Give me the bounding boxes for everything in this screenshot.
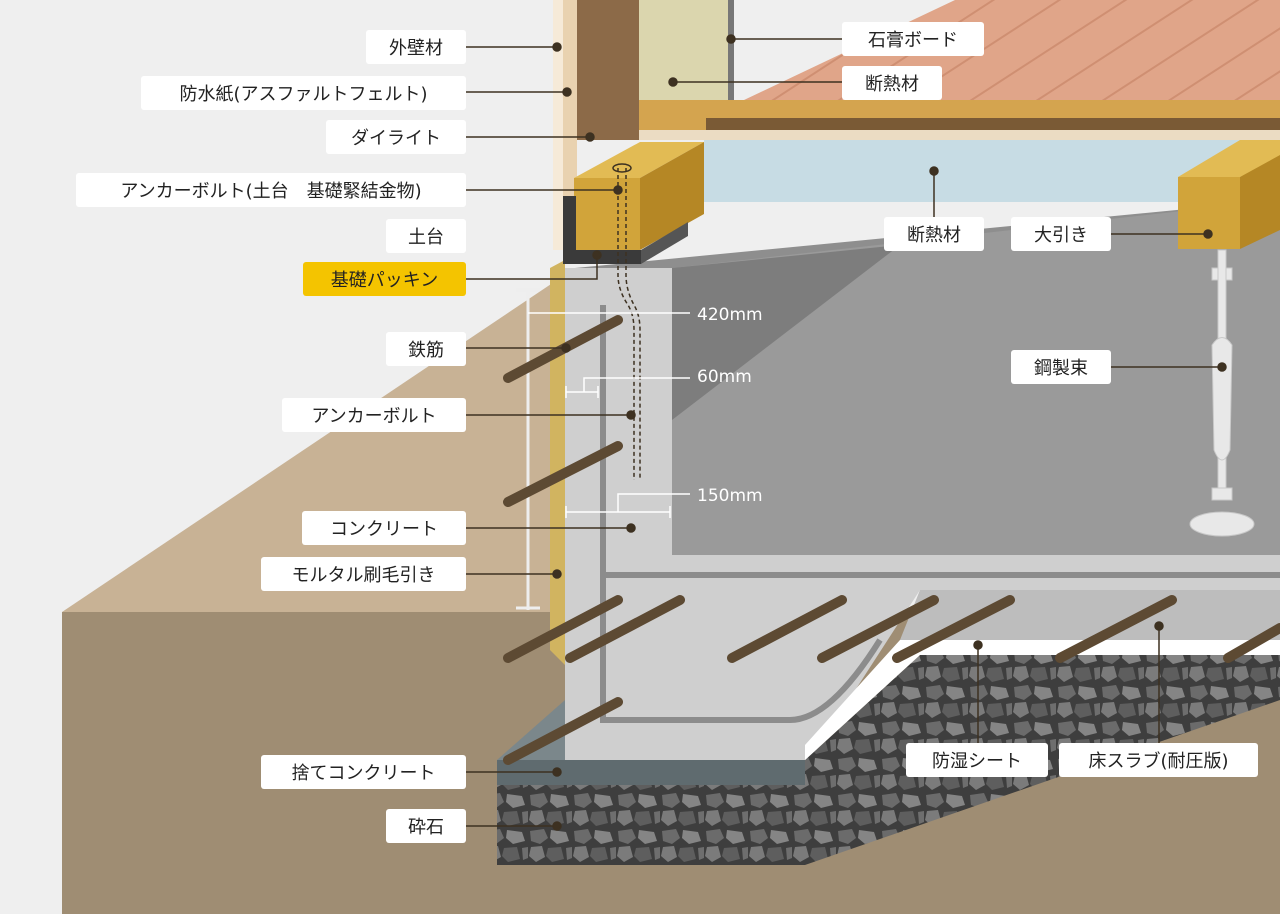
label-sill: 土台 — [386, 219, 466, 253]
wall-insulation — [639, 0, 731, 100]
sill-top — [574, 142, 704, 178]
leader-dot-7 — [626, 410, 636, 420]
slab-top-shade — [672, 245, 900, 420]
label-anchor-bolt: アンカーボルト — [282, 398, 466, 432]
packing-side — [641, 222, 688, 264]
rebar-10 — [503, 697, 623, 765]
leader-dot-4 — [613, 185, 623, 195]
leader-dot-14 — [929, 166, 939, 176]
label-sleeper: 大引き — [1011, 217, 1111, 251]
lean-concrete — [497, 760, 805, 785]
leader-dot-10 — [552, 767, 562, 777]
label-concrete: コンクリート — [302, 511, 466, 545]
anchor-bolt — [617, 168, 635, 480]
leader-dot-17 — [973, 640, 983, 650]
foundation-packing-bottom — [563, 250, 641, 264]
rebar-3 — [503, 595, 623, 663]
anchor-bolt-head — [612, 163, 632, 173]
leader-line-5 — [466, 255, 598, 280]
label-anchor-bolt-sill: アンカーボルト(土台 基礎緊結金物) — [76, 173, 466, 207]
dimension-cover: 60mm — [697, 367, 752, 387]
leader-dot-11 — [552, 821, 562, 831]
label-foundation-packing: 基礎パッキン — [303, 262, 466, 296]
rebar-5 — [727, 595, 847, 663]
rebar-8 — [1055, 595, 1177, 663]
label-insulation-wall: 断熱材 — [842, 66, 942, 100]
label-waterproof-paper: 防水紙(アスファルトフェルト) — [141, 76, 466, 110]
label-gypsum-board: 石膏ボード — [842, 22, 984, 56]
label-dairite: ダイライト — [326, 120, 466, 154]
label-lean-concrete: 捨てコンクリート — [261, 755, 466, 789]
wall-dairite — [577, 0, 639, 140]
label-mortar: モルタル刷毛引き — [261, 557, 466, 591]
dimension-width: 150mm — [697, 486, 763, 506]
leader-dot-9 — [552, 569, 562, 579]
label-floor-slab: 床スラブ(耐圧版) — [1059, 743, 1258, 777]
leader-dot-5 — [592, 250, 602, 260]
rebar-4 — [565, 595, 685, 663]
leader-dot-13 — [668, 77, 678, 87]
leader-dot-15 — [1203, 229, 1213, 239]
label-crushed-stone: 砕石 — [386, 809, 466, 843]
sill-front — [574, 178, 640, 250]
sleeper-side — [1240, 155, 1280, 249]
leader-dot-18 — [1154, 621, 1164, 631]
mortar-layer — [550, 260, 565, 665]
footing-section — [565, 268, 1280, 760]
leader-dot-6 — [561, 343, 571, 353]
wall-gypsum — [728, 0, 734, 100]
wall-mortar — [553, 0, 563, 250]
label-vapor-sheet: 防湿シート — [906, 743, 1048, 777]
footing-rebar-outline — [600, 305, 1280, 723]
sleeper-top — [1178, 140, 1280, 177]
lean-concrete-top — [497, 700, 565, 760]
floor-board-dark — [706, 118, 1280, 130]
guide-post — [516, 288, 540, 610]
crushed-stone — [497, 785, 805, 865]
label-exterior-wall: 外壁材 — [366, 30, 466, 64]
foundation-packing — [563, 196, 576, 262]
wall-paper — [563, 0, 577, 250]
label-insulation-floor: 断熱材 — [884, 217, 984, 251]
leader-dot-2 — [562, 87, 572, 97]
rebar-7 — [892, 595, 1015, 663]
leader-dot-12 — [726, 34, 736, 44]
label-steel-post: 鋼製束 — [1011, 350, 1111, 384]
dimension-height: 420mm — [697, 305, 763, 325]
floor-joist-line — [639, 130, 1280, 140]
leader-dot-1 — [552, 42, 562, 52]
rebar-6 — [817, 595, 939, 663]
leader-dot-8 — [626, 523, 636, 533]
rebar-2 — [503, 441, 623, 507]
label-rebar: 鉄筋 — [386, 332, 466, 366]
rebar-9 — [1223, 623, 1280, 663]
leader-dot-16 — [1217, 362, 1227, 372]
dimension-lines — [528, 312, 690, 518]
leader-dot-3 — [585, 132, 595, 142]
